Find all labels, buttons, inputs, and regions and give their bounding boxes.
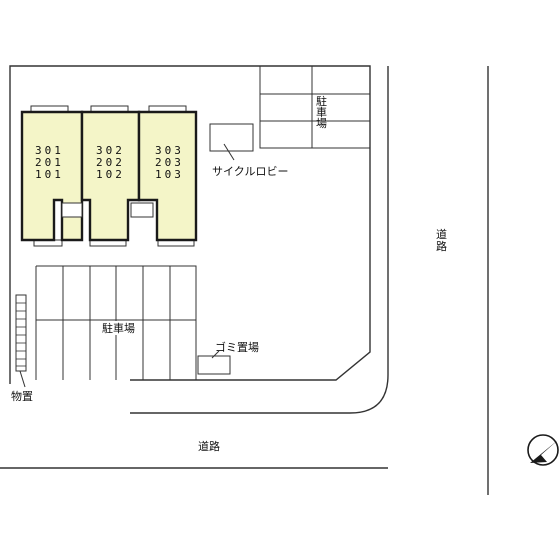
unit-number: 302	[96, 144, 125, 157]
building-row	[20, 105, 198, 247]
parking-top-char: 車	[316, 105, 327, 119]
road-edge-line	[130, 66, 389, 414]
entrance-recess	[130, 202, 154, 218]
parking-area-top	[259, 66, 370, 149]
road-right-char: 路	[436, 240, 447, 253]
unit-number: 103	[155, 168, 184, 181]
unit-number: 102	[96, 168, 125, 181]
parking-top-char: 駐	[316, 94, 327, 108]
cycle-lobby-box	[209, 123, 254, 152]
label-backdrop	[100, 321, 138, 335]
cycle-lobby-label: サイクルロビー	[212, 165, 288, 178]
leader-line	[223, 143, 235, 161]
building-unit-3	[137, 110, 198, 242]
unit-number: 101	[35, 168, 64, 181]
leader-line	[211, 350, 220, 359]
storage-shed-dividers	[16, 302, 26, 367]
garbage-label: ゴミ置場	[215, 340, 259, 354]
parking-top-label: 駐 車 場	[316, 94, 331, 130]
unit-number: 203	[155, 156, 184, 169]
unit-number: 301	[35, 144, 64, 157]
unit-number: 201	[35, 156, 64, 169]
unit-number: 303	[155, 144, 184, 157]
road-bottom-label: 道路	[198, 439, 220, 453]
parking-main-label: 駐車場	[102, 321, 135, 335]
north-arrow-icon	[527, 434, 559, 466]
building-1-units: 301 201 101	[35, 144, 74, 181]
garbage-box	[197, 355, 231, 375]
building-3-units: 303 203 103	[155, 144, 194, 181]
parking-top-char: 場	[316, 117, 327, 130]
building-2-units: 302 202 102	[96, 144, 135, 181]
entrance-recess	[61, 202, 83, 218]
road-right-char: 道	[436, 227, 447, 241]
leader-line	[19, 370, 26, 388]
road-right-label: 道 路	[436, 227, 451, 253]
property-boundary	[9, 65, 371, 384]
storage-shed	[15, 294, 27, 372]
unit-number: 202	[96, 156, 125, 169]
storage-label: 物置	[11, 389, 33, 403]
parking-area-main	[35, 265, 197, 380]
